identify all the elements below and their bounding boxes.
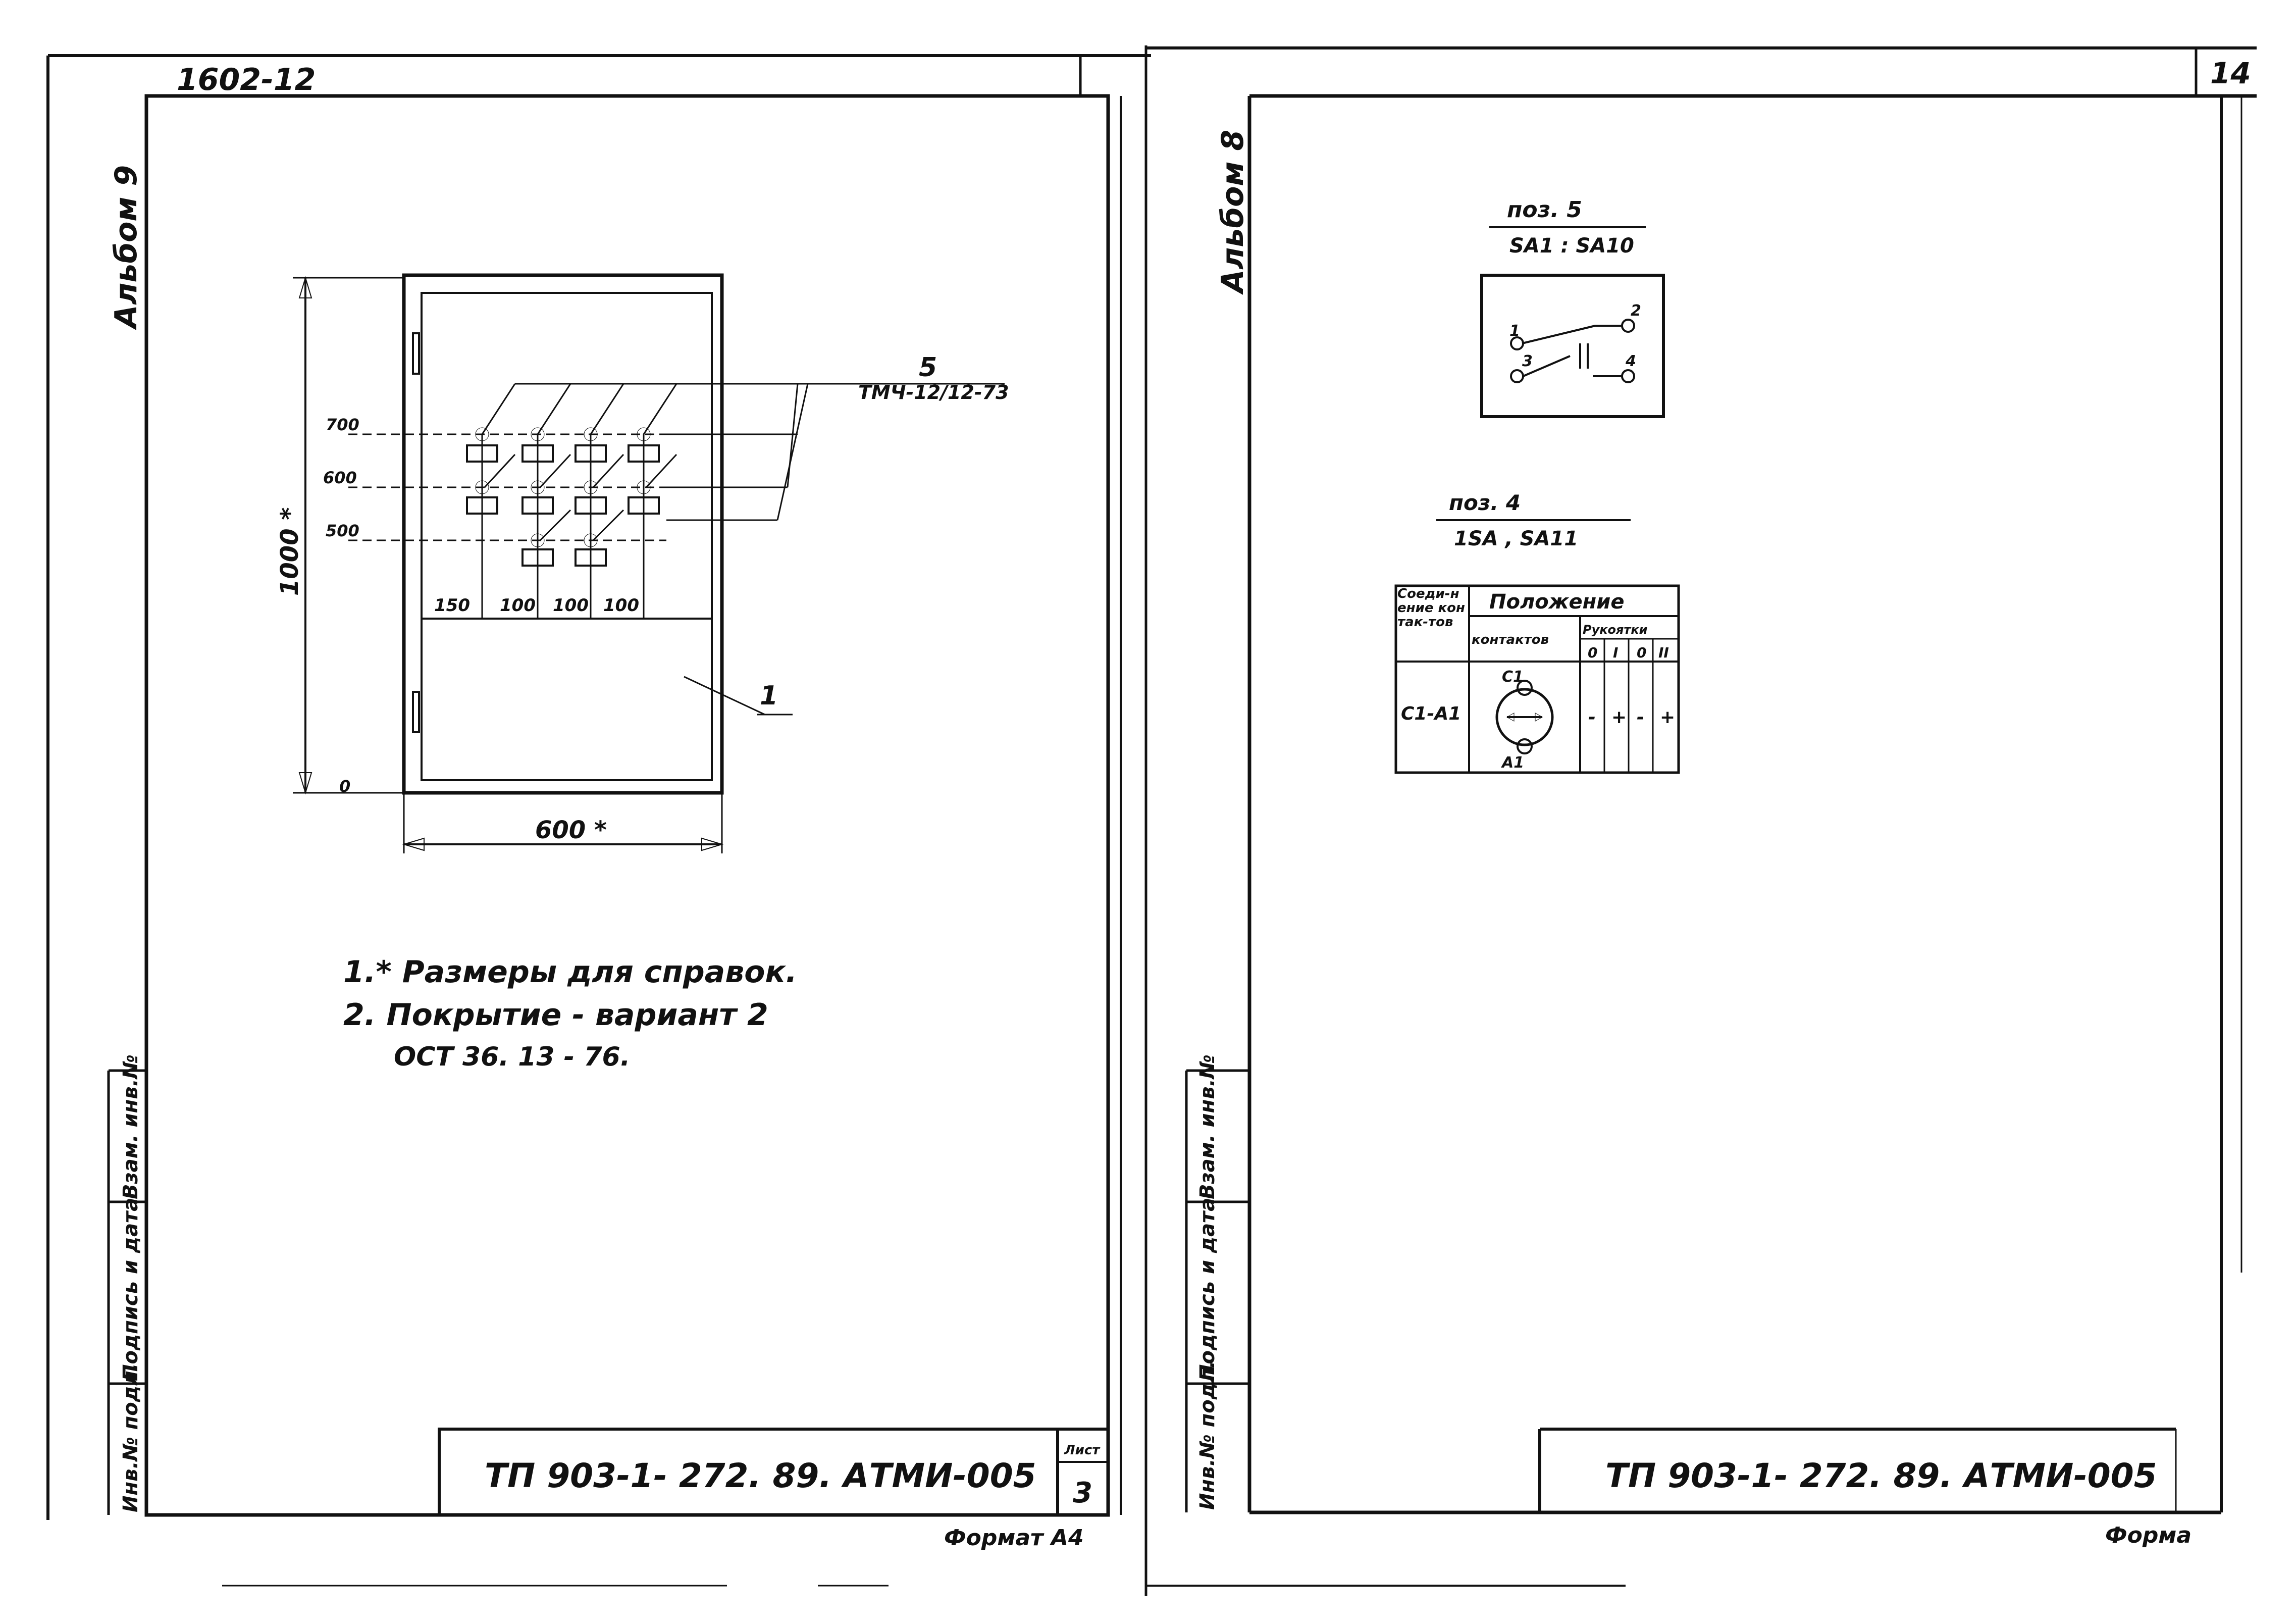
left-sheet-number: 3: [1073, 1477, 1092, 1509]
switch-row-700: [466, 427, 660, 463]
table-col1-header: Соеди-нение контак-тов: [1397, 587, 1465, 630]
spacing-3: 100: [553, 595, 589, 616]
spacing-1: 150: [434, 595, 470, 616]
table-position-header: Положение: [1489, 590, 1624, 614]
note-1: 1.* Размеры для справок.: [343, 954, 797, 990]
height-dimension: 1000 *: [276, 508, 304, 596]
level-0: 0: [339, 777, 350, 796]
switch-contact-diagram: 1 2 3 4: [1480, 274, 1665, 418]
cabinet-outline: [402, 273, 724, 795]
diagram-bottom-label: А1: [1501, 754, 1524, 772]
left-corner-number: 1602-12: [177, 62, 316, 97]
poz4-sub: 1SA , SA11: [1454, 527, 1578, 550]
left-margin-cell-1: Инв.№ подл.: [119, 1363, 142, 1512]
right-stamp-code: ТП 903-1- 272. 89. АТМИ-005: [1605, 1456, 2157, 1495]
table-row-label: С1-А1: [1401, 703, 1461, 724]
position-0a: 0: [1588, 644, 1597, 661]
callout-5-code: ТМЧ-12/12-73: [858, 381, 1009, 403]
mark-0a: -: [1588, 707, 1596, 728]
right-margin-cell-3: Взам. инв.№: [1196, 1054, 1219, 1199]
right-margin-stamp: Взам. инв.№ Подпись и дата Инв.№ подл.: [1185, 1054, 1249, 1512]
switch-row-600: [466, 480, 660, 515]
right-page-number: 14: [2210, 56, 2251, 90]
left-margin-cell-2: Подпись и дата: [119, 1198, 142, 1381]
contact-table: Соеди-нение контак-тов Положение контакт…: [1394, 584, 1680, 774]
cabinet-door: [421, 292, 713, 781]
right-format: Форма: [2105, 1523, 2191, 1548]
level-600: 600: [323, 468, 357, 487]
left-sheet: 1602-12 Альбом 9 Взам. инв.№ Подпись и д…: [46, 54, 1151, 1551]
poz5-title: поз. 5: [1507, 197, 1582, 223]
left-format: Формат А4: [944, 1525, 1084, 1551]
callout-5-number: 5: [919, 352, 937, 383]
table-contacts-header: контактов: [1472, 632, 1549, 647]
level-700: 700: [326, 415, 359, 434]
spacing-2: 100: [500, 595, 536, 616]
switch-row-500: [521, 533, 607, 567]
callout-5-leaders: [481, 383, 1005, 541]
callout-1: 1: [760, 681, 778, 711]
left-stamp-code: ТП 903-1- 272. 89. АТМИ-005: [485, 1456, 1036, 1495]
mark-1: +: [1611, 707, 1627, 728]
right-sheet: 14 Альбом 8 Взам. инв.№ Подпись и дата И…: [1146, 46, 2257, 1548]
left-title-block: ТП 903-1- 272. 89. АТМИ-005 Лист 3: [438, 1428, 1110, 1516]
callout-1-leader: [684, 676, 765, 716]
terminal-4: 4: [1625, 352, 1636, 370]
mark-0b: -: [1637, 707, 1644, 728]
width-dimension: 600 *: [535, 816, 607, 844]
cabinet-drawing: 1000 * 600 * 700 600 500 0 150 100 1: [276, 273, 1009, 853]
left-margin-cell-3: Взам. инв.№: [119, 1054, 142, 1199]
spacing-4: 100: [603, 595, 639, 616]
right-margin-cell-2: Подпись и дата: [1196, 1198, 1219, 1381]
terminal-2: 2: [1631, 302, 1641, 320]
terminal-1: 1: [1509, 322, 1520, 340]
rotary-contact-circle: [1495, 688, 1554, 746]
poz4-title: поз. 4: [1449, 490, 1521, 515]
poz5-sub: SA1 : SA10: [1509, 234, 1634, 258]
left-album-label: Альбом 9: [109, 165, 144, 330]
hinge-bottom: [412, 691, 420, 733]
level-500: 500: [326, 521, 359, 540]
right-album-label: Альбом 8: [1215, 130, 1250, 295]
left-frame: [144, 94, 1110, 1517]
position-1: I: [1613, 644, 1618, 661]
position-0b: 0: [1637, 644, 1646, 661]
diagram-top-label: С1: [1502, 668, 1524, 686]
terminal-3: 3: [1522, 352, 1533, 370]
note-3: ОСТ 36. 13 - 76.: [394, 1042, 630, 1072]
right-title-block: ТП 903-1- 272. 89. АТМИ-005: [1538, 1428, 2177, 1512]
table-handle-header: Рукоятки: [1583, 623, 1648, 637]
left-margin-stamp: Взам. инв.№ Подпись и дата Инв.№ подл.: [107, 1054, 146, 1515]
position-2: II: [1658, 644, 1669, 661]
hinge-top: [412, 332, 420, 375]
right-margin-cell-1: Инв.№ подл.: [1196, 1360, 1219, 1510]
mark-2: +: [1660, 707, 1675, 728]
note-2: 2. Покрытие - вариант 2: [343, 997, 768, 1033]
left-sheet-header: Лист: [1064, 1443, 1101, 1458]
